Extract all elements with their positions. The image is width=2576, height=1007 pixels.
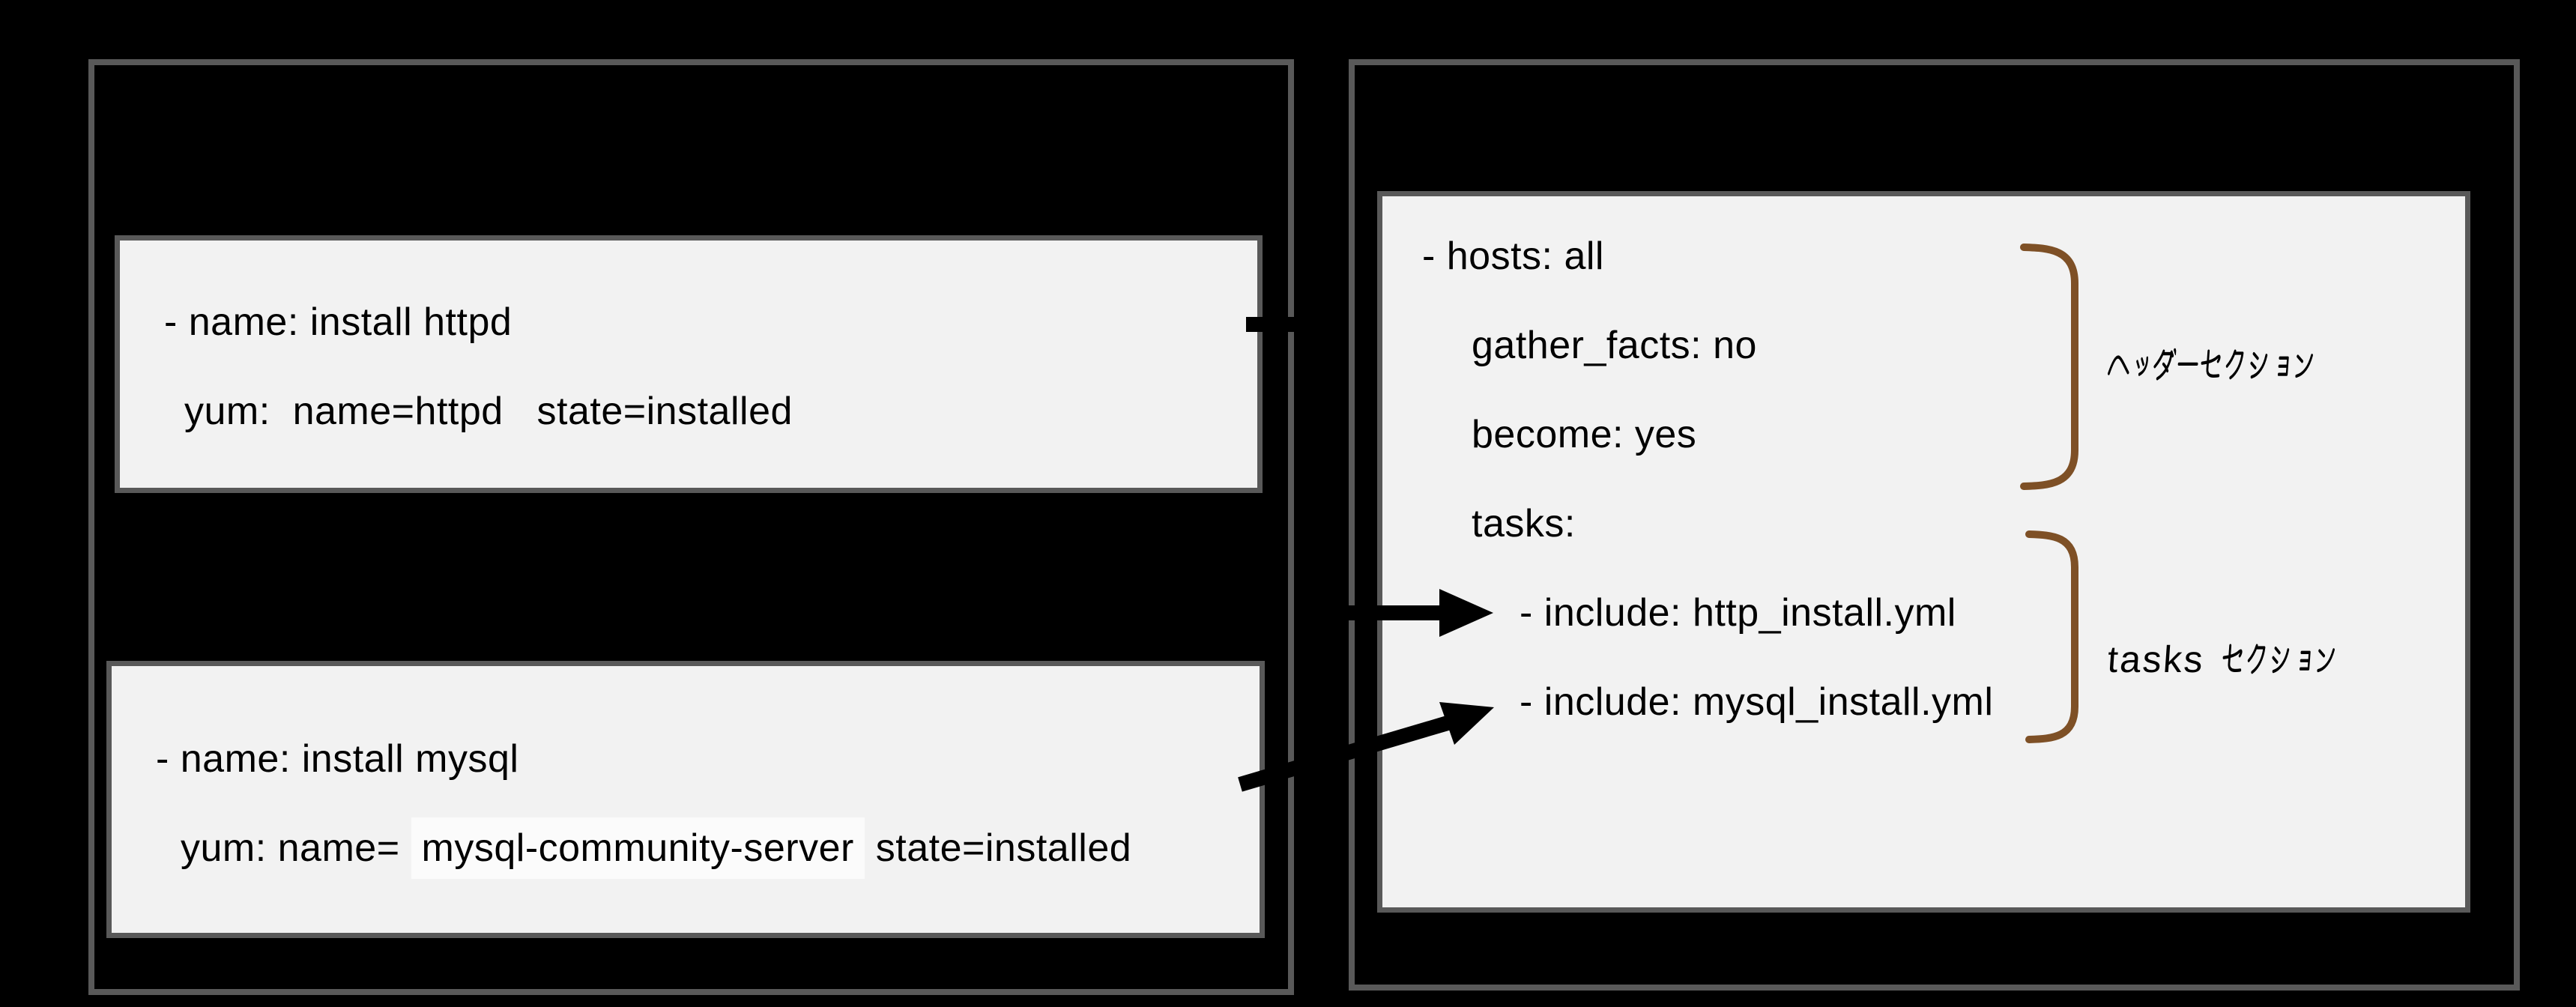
- kana-glyph-icon: [2272, 646, 2290, 674]
- mysql-task-file-box: [106, 661, 1265, 938]
- tasks-section-label: tasks セクション tasks: [2106, 638, 2339, 681]
- kana-glyph-icon: [2177, 362, 2198, 366]
- kana-glyph-icon: [2201, 349, 2221, 378]
- kana-glyph-icon: [2153, 348, 2177, 381]
- kana-glyph-icon: [2250, 351, 2268, 379]
- kana-glyph-icon: [2248, 644, 2266, 674]
- header-section-label: ヘッダーセクション: [2106, 348, 2317, 382]
- label-latin-char: s: [2182, 638, 2205, 680]
- label-latin-char: t: [2106, 638, 2120, 680]
- playbook-include-mysql-line: - include: mysql_install.yml: [1520, 680, 1994, 724]
- label-latin-char: s: [2141, 638, 2164, 680]
- kana-glyph-icon: [2295, 354, 2313, 378]
- mysql-task-yum-line: yum: name= mysql-community-server state=…: [181, 817, 1132, 879]
- http-task-name-line: - name: install httpd: [164, 300, 513, 344]
- mysql-yum-suffix: state=installed: [864, 826, 1132, 870]
- playbook-hosts-line: - hosts: all: [1422, 235, 1604, 278]
- playbook-gather-facts-line: gather_facts: no: [1472, 324, 1757, 367]
- mysql-yum-prefix: yum: name=: [181, 826, 411, 870]
- http-task-yum-line: yum: name=httpd state=installed: [184, 390, 793, 433]
- kana-glyph-icon: [2300, 650, 2311, 671]
- http-task-file-box: [115, 235, 1263, 493]
- playbook-tasks-line: tasks:: [1472, 502, 1576, 545]
- kana-glyph-icon: [2277, 356, 2289, 376]
- kana-glyph-icon: [2222, 644, 2243, 673]
- playbook-box: [1377, 191, 2470, 913]
- playbook-become-line: become: yes: [1472, 413, 1697, 456]
- kana-glyph-icon: [2225, 349, 2244, 380]
- kana-glyph-icon: [2136, 356, 2149, 376]
- mysql-package-highlight: mysql-community-server: [411, 817, 865, 879]
- kana-glyph-icon: [2108, 355, 2129, 375]
- label-latin-char: k: [2162, 638, 2184, 680]
- kana-glyph-icon: [2317, 648, 2335, 673]
- playbook-include-http-line: - include: http_install.yml: [1520, 591, 1956, 635]
- mysql-task-name-line: - name: install mysql: [156, 737, 519, 781]
- label-latin-char: a: [2118, 638, 2143, 680]
